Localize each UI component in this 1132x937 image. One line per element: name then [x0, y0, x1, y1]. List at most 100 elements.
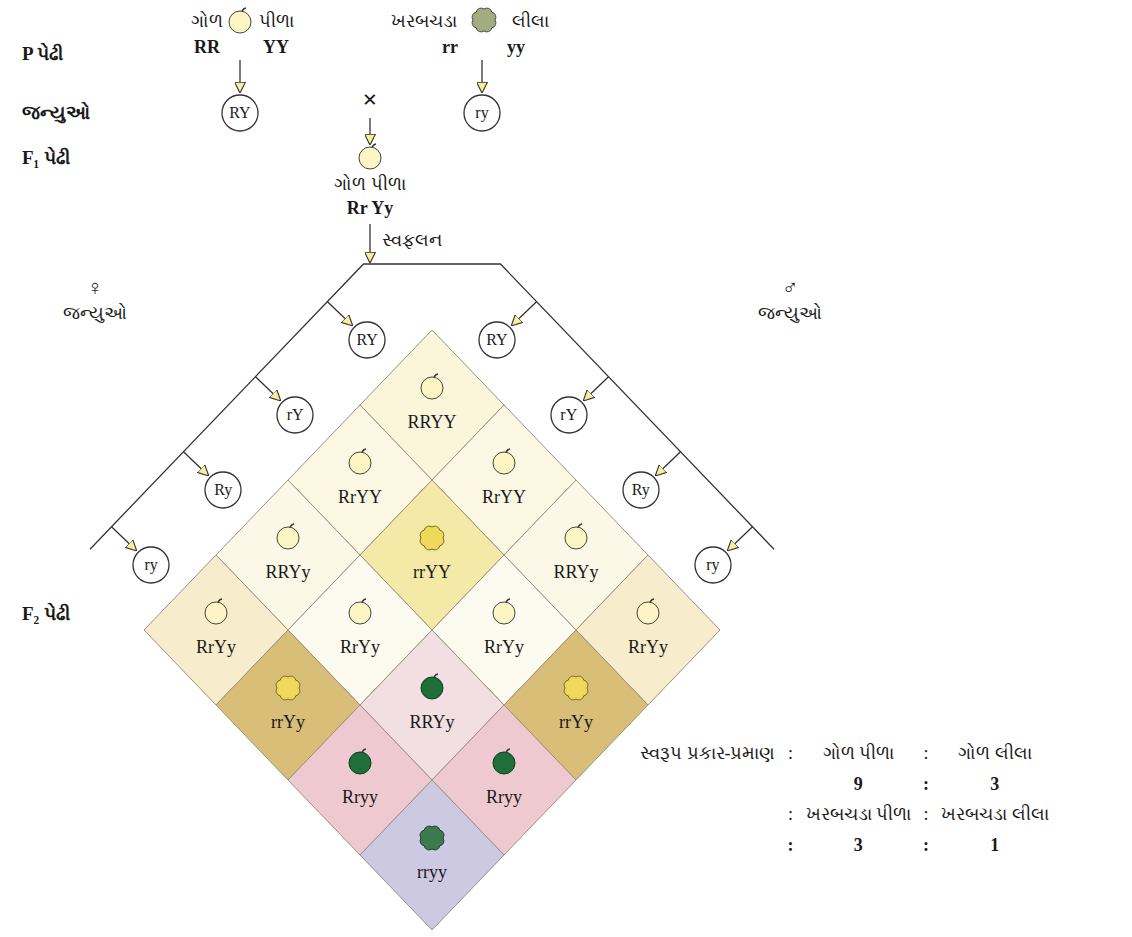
generation-label: F₁ પેઢી [22, 146, 70, 170]
generation-label: F₂ પેઢી [22, 602, 70, 626]
gamete-ring [464, 95, 500, 131]
trait-label: ખરબચડા [391, 10, 457, 33]
gamete-label: rY [287, 406, 304, 424]
round-yellow-pea [359, 144, 381, 169]
genotype-label: RrYy [484, 637, 524, 658]
round-green-pea [349, 749, 371, 774]
gamete-label: ry [145, 556, 158, 574]
genotype-label: rryy [417, 862, 447, 883]
round-yellow-pea [493, 599, 515, 624]
ratio-text: 3 [941, 773, 1049, 796]
gamete-arrow [481, 60, 482, 92]
gamete-ring [479, 322, 515, 358]
trait-label: લીલા [512, 10, 549, 33]
selfing-label: સ્વફલન [382, 229, 442, 252]
ratio-text: 9 [806, 773, 912, 796]
branch-arrow [112, 527, 137, 551]
ratio-text: : [923, 834, 929, 857]
genotype-label: RrYy [196, 637, 236, 658]
gamete-ring [349, 322, 385, 358]
gamete-circle: ry [132, 546, 170, 584]
punnett-cell: rryy [360, 780, 504, 930]
gamete-label: RY [357, 331, 378, 349]
genotype-label: RRYY [407, 412, 456, 433]
trait-label: ગોળ પીળા [334, 173, 406, 196]
ratio-text: : [923, 742, 929, 765]
gamete-ring [222, 95, 258, 131]
gamete-circle: RY [221, 94, 259, 132]
round-yellow-pea [205, 599, 227, 624]
round-yellow-pea [493, 449, 515, 474]
round-yellow-pea [277, 524, 299, 549]
gamete-label: RY [486, 331, 507, 349]
wrinkled-green-pea [472, 8, 496, 32]
genotype-label: RrYY [338, 487, 382, 508]
gamete-ring [205, 472, 241, 508]
round-green-pea [421, 674, 443, 699]
genotype-label: RrYy [628, 637, 668, 658]
branch-arrow [656, 452, 681, 476]
gamete-label: Ry [214, 481, 232, 499]
gamete-label: Ry [632, 481, 650, 499]
gamete-ring [133, 547, 169, 583]
branch-arrow [512, 302, 537, 326]
ratio-text: ખરબચડા પીળા [806, 803, 912, 826]
genotype-label: rrYy [271, 712, 305, 733]
cell-diamond [360, 780, 504, 930]
gamete-circle: Ry [622, 471, 660, 509]
ratio-table: સ્વરૂપ પ્રકાર-પ્રમાણ:ગોળ પીળા:ગોળ લીલા9:… [640, 742, 1049, 856]
branch-arrow [584, 377, 609, 401]
gamete-label: RY [229, 104, 250, 122]
gamete-circle: Ry [204, 471, 242, 509]
sex-symbol: ♀ [87, 274, 104, 302]
selfing-arrow [369, 224, 370, 262]
wrinkled-green-pea [420, 826, 444, 850]
genotype-label: RrYy [340, 637, 380, 658]
cross-arrow [369, 118, 370, 144]
ratio-text: ગોળ પીળા [806, 742, 912, 765]
genotype-label: RR [194, 36, 220, 59]
gamete-circle: rY [276, 396, 314, 434]
ratio-text: : [923, 773, 929, 796]
ratio-text: : [923, 803, 929, 826]
genotype-label: rr [442, 36, 458, 59]
gamete-heading: જન્યુઓ [63, 302, 127, 325]
trait-label: પીળા [259, 10, 294, 33]
gamete-circle: rY [550, 396, 588, 434]
wrinkled-yellow-pea [564, 676, 588, 700]
wrinkled-yellow-pea [276, 676, 300, 700]
round-yellow-pea [229, 8, 251, 33]
generation-label: જન્યુઓ [22, 101, 90, 125]
ratio-text: 1 [941, 834, 1049, 857]
cell-diamond [360, 780, 504, 930]
genotype-label: rrYY [413, 562, 451, 583]
ratio-text: : [788, 834, 794, 857]
gamete-circle: ry [463, 94, 501, 132]
round-yellow-pea [637, 599, 659, 624]
gamete-circle: ry [694, 546, 732, 584]
genotype-label: RrYY [482, 487, 526, 508]
cross-symbol: × [363, 84, 378, 117]
gamete-circle: RY [348, 321, 386, 359]
gamete-ring [695, 547, 731, 583]
round-green-pea [493, 749, 515, 774]
ratio-text: 3 [806, 834, 912, 857]
genotype-label: Rryy [342, 787, 378, 808]
genotype-label: RRYy [409, 712, 454, 733]
branch-arrow [184, 452, 209, 476]
genotype-label: Rr Yy [347, 197, 394, 220]
ratio-text: ગોળ લીલા [941, 742, 1049, 765]
ratio-text: : [788, 742, 794, 765]
branch-arrow [328, 302, 353, 326]
round-yellow-pea [565, 524, 587, 549]
generation-label: P પેઢી [22, 42, 63, 66]
genotype-label: yy [507, 36, 525, 59]
branch-arrow [728, 527, 753, 551]
gamete-label: ry [706, 556, 719, 574]
gamete-heading: જન્યુઓ [758, 302, 822, 325]
gamete-ring [551, 397, 587, 433]
genotype-label: rrYy [559, 712, 593, 733]
wrinkled-yellow-pea [420, 526, 444, 550]
